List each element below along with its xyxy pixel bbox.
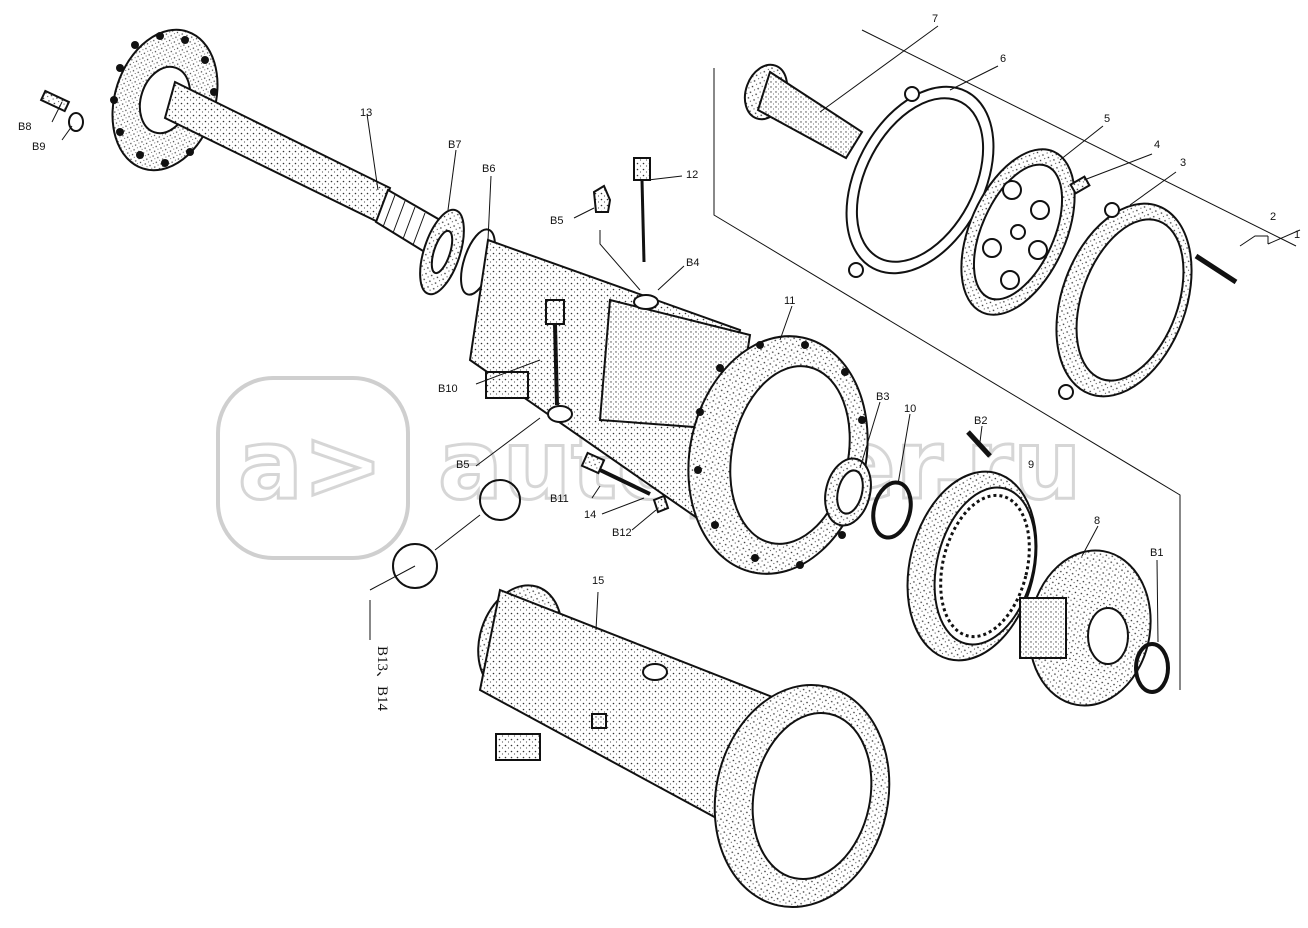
label-3: 3 <box>1180 157 1186 169</box>
label-9: 9 <box>1028 459 1034 471</box>
label-7: 7 <box>932 13 938 25</box>
label-15: 15 <box>592 575 604 587</box>
label-b4: B4 <box>686 257 699 269</box>
label-b12: B12 <box>612 527 632 539</box>
dipstick-part-12 <box>633 157 651 263</box>
label-10: 10 <box>904 403 916 415</box>
label-14: 14 <box>584 509 596 521</box>
washer-b9 <box>68 112 84 132</box>
label-12: 12 <box>686 169 698 181</box>
nut-b12 <box>652 494 670 514</box>
watermark-logo-mark: a> <box>238 409 383 521</box>
cover-part-3 <box>1055 202 1193 400</box>
bearing-b7-inner <box>430 229 454 275</box>
planet-carrier-part-8 <box>1019 549 1152 707</box>
bolt-b8 <box>39 89 71 113</box>
housing-mount-pad <box>485 371 529 399</box>
label-b7: B7 <box>448 139 461 151</box>
shaft-body <box>163 80 392 224</box>
screw-part-4 <box>1069 175 1091 195</box>
label-b5: B5 <box>550 215 563 227</box>
label-b2: B2 <box>974 415 987 427</box>
ring-b14 <box>392 543 438 589</box>
label-b8: B8 <box>18 121 31 133</box>
spline-lines <box>382 194 426 246</box>
label-13: 13 <box>360 107 372 119</box>
snap-ring-part-10 <box>871 480 913 540</box>
bolt-part-2 <box>1194 253 1238 285</box>
label-6: 6 <box>1000 53 1006 65</box>
ring-b13 <box>479 479 521 521</box>
sun-gear-part-7 <box>743 63 864 160</box>
label-2: 2 <box>1270 211 1276 223</box>
bolt-b10 <box>545 299 565 406</box>
housing-part-15 <box>477 584 891 909</box>
label-11: 11 <box>784 295 795 307</box>
breather-b5 <box>592 184 612 213</box>
gasket-part-6 <box>845 85 995 278</box>
circlip-b1 <box>1134 642 1170 694</box>
label-b10: B10 <box>438 383 458 395</box>
watermark-badge <box>216 376 410 560</box>
label-4: 4 <box>1154 139 1160 151</box>
callout-labels: 1 2 3 4 5 6 7 8 9 10 11 12 13 14 15 B1 B… <box>18 13 1300 712</box>
label-5: 5 <box>1104 113 1110 125</box>
label-b6: B6 <box>482 163 495 175</box>
label-8: 8 <box>1094 515 1100 527</box>
ring-gear-part-9 <box>906 470 1038 662</box>
axle-shaft-part-13 <box>110 28 442 256</box>
label-b9: B9 <box>32 141 45 153</box>
washer-b4 <box>633 294 659 310</box>
bearing-b3-inner <box>836 469 864 515</box>
label-b5-lower: B5 <box>456 459 469 471</box>
leader-lines <box>51 25 1301 690</box>
label-b11: B11 <box>550 493 569 505</box>
bolt-part-14 <box>580 451 651 496</box>
pin-b2 <box>966 430 992 458</box>
washer-b10 <box>547 405 573 423</box>
label-1: 1 <box>1294 229 1300 241</box>
axle-housing-part-11 <box>468 238 869 575</box>
label-b3: B3 <box>876 391 889 403</box>
label-b13-b14: B13、B14 <box>374 646 390 712</box>
label-b1: B1 <box>1150 547 1163 559</box>
thrust-plate-part-5 <box>960 148 1076 316</box>
